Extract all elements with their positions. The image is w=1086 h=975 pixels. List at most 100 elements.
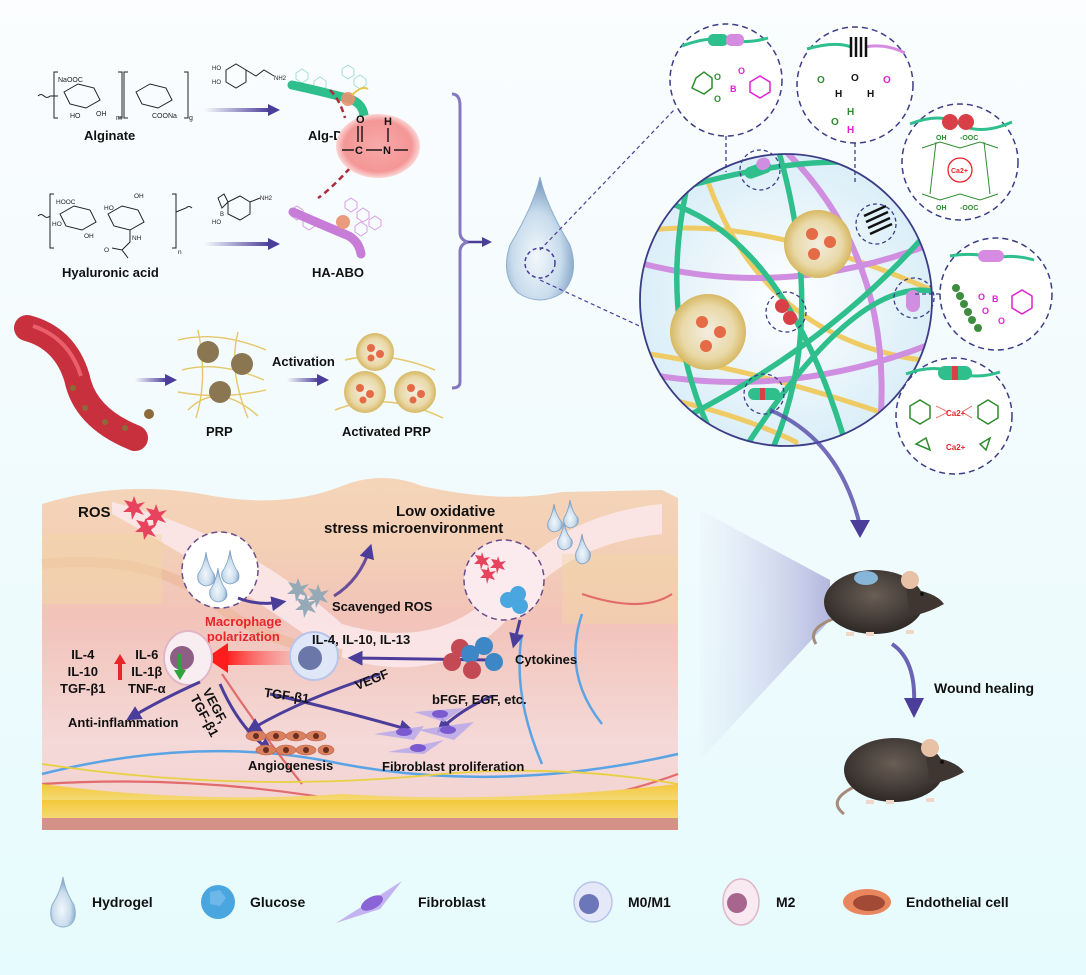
macrophage-polarization-label: Macrophage polarization bbox=[205, 614, 282, 644]
ha-abo-polymer-graphic bbox=[288, 197, 382, 259]
ha-group-oh: OH bbox=[84, 233, 94, 240]
legend-item-fibroblast: Fibroblast bbox=[334, 881, 486, 923]
ros-glucose-circle bbox=[463, 539, 545, 621]
downregulated-cytokines: IL-6 IL-1β TNF-α bbox=[128, 646, 166, 697]
zoom-beam bbox=[700, 510, 830, 760]
healed-mouse bbox=[835, 738, 964, 816]
macrophage-line1: Macrophage bbox=[205, 614, 282, 629]
prp-label: PRP bbox=[206, 424, 233, 439]
upregulated-cytokines: IL-4 IL-10 TGF-β1 bbox=[60, 646, 106, 697]
svg-text:Ca2+: Ca2+ bbox=[951, 168, 968, 175]
endothelial-cell-icon bbox=[843, 889, 891, 915]
svg-text:OH: OH bbox=[936, 135, 947, 142]
svg-text:NH2: NH2 bbox=[260, 196, 273, 202]
cytokine-tnfa: TNF-α bbox=[128, 681, 166, 696]
legend-label: M0/M1 bbox=[628, 894, 671, 910]
svg-text:HO: HO bbox=[212, 66, 221, 72]
activation-label: Activation bbox=[272, 354, 335, 369]
ha-group-nh: NH bbox=[132, 235, 142, 242]
svg-text:H: H bbox=[867, 89, 874, 100]
mouse-with-hydrogel bbox=[812, 570, 944, 645]
scavenged-ros-label: Scavenged ROS bbox=[332, 599, 433, 614]
legend-item-endothelial: Endothelial cell bbox=[842, 882, 1009, 922]
svg-text:H: H bbox=[847, 125, 854, 136]
ros-label: ROS bbox=[78, 504, 111, 521]
arrow-prp-to-activated bbox=[287, 374, 329, 386]
cytokine-il10: IL-10 bbox=[67, 664, 98, 679]
wound-healing-label: Wound healing bbox=[934, 680, 1035, 696]
amide-atom-o: O bbox=[356, 114, 365, 126]
arrow-network-to-mouse bbox=[769, 408, 870, 538]
dopamine-reagent: HO HO NH2 bbox=[212, 63, 287, 89]
prp-graphic bbox=[177, 329, 267, 419]
amide-atom-h: H bbox=[384, 116, 392, 128]
svg-text:O: O bbox=[738, 66, 745, 76]
svg-text:O: O bbox=[851, 73, 859, 84]
arrow-ha-to-haabo bbox=[204, 238, 280, 250]
hyaluronic-acid-label: Hyaluronic acid bbox=[62, 265, 159, 280]
svg-text:NH2: NH2 bbox=[274, 76, 287, 82]
up-arrow-icon bbox=[114, 654, 126, 680]
alginate-subscript-g: g bbox=[189, 115, 193, 122]
bfgf-label: bFGF, EGF, etc. bbox=[432, 692, 527, 707]
svg-text:H: H bbox=[847, 107, 854, 118]
svg-text:B: B bbox=[992, 294, 999, 304]
legend-item-m0-m1: M0/M1 bbox=[572, 881, 671, 923]
arrow-blood-to-prp bbox=[135, 374, 177, 386]
hydrogel-drop-icon bbox=[50, 876, 76, 928]
cytokine-il1b: IL-1β bbox=[131, 664, 163, 679]
ha-group-ho: HO bbox=[52, 221, 62, 228]
low-oxidative-line1: Low oxidative bbox=[396, 503, 496, 520]
fibroblast-proliferation-label: Fibroblast proliferation bbox=[382, 759, 525, 774]
activated-prp-graphic bbox=[334, 333, 444, 419]
legend-label: Endothelial cell bbox=[906, 894, 1009, 910]
svg-text:HO: HO bbox=[212, 220, 221, 226]
m2-macrophage-icon bbox=[722, 878, 760, 926]
low-oxidative-label: Low oxidative stress microenvironment bbox=[324, 503, 503, 537]
cytokine-il4: IL-4 bbox=[71, 647, 95, 662]
arrow-to-low-oxidative bbox=[333, 543, 375, 598]
svg-text:OH: OH bbox=[936, 205, 947, 212]
ha-abo-label: HA-ABO bbox=[312, 265, 364, 280]
alginate-label: Alginate bbox=[84, 128, 136, 143]
svg-text:-OOC: -OOC bbox=[960, 205, 978, 212]
svg-text:-OOC: -OOC bbox=[960, 135, 978, 142]
arrow-to-scavenged bbox=[237, 596, 287, 612]
legend-label: Hydrogel bbox=[92, 894, 153, 910]
il-signal-label: IL-4, IL-10, IL-13 bbox=[312, 632, 411, 647]
alg-da-polymer-graphic bbox=[287, 64, 369, 120]
svg-text:HO: HO bbox=[212, 80, 221, 86]
svg-text:O: O bbox=[817, 75, 825, 86]
scavenged-ros-icon bbox=[287, 578, 329, 618]
alginate-group-ho: HO bbox=[70, 113, 81, 120]
macrophage-line2: polarization bbox=[206, 629, 280, 644]
hydrogel-drops-circle bbox=[181, 531, 259, 609]
svg-text:B: B bbox=[730, 84, 737, 94]
activated-prp-label: Activated PRP bbox=[342, 424, 431, 439]
low-oxidative-line2: stress microenvironment bbox=[324, 520, 504, 537]
m0-m1-macrophage-icon bbox=[573, 881, 613, 923]
amide-bond-bubble: O H C N bbox=[317, 89, 420, 200]
svg-text:O: O bbox=[831, 117, 839, 128]
svg-text:Ca2+: Ca2+ bbox=[946, 443, 966, 452]
polarization-arrow bbox=[206, 643, 292, 673]
legend-label: M2 bbox=[776, 894, 796, 910]
svg-text:O: O bbox=[982, 306, 989, 316]
zoom-lines bbox=[539, 109, 675, 343]
endothelial-cells-cluster bbox=[245, 730, 335, 756]
legend-item-m2: M2 bbox=[720, 878, 796, 926]
legend-label: Fibroblast bbox=[418, 894, 486, 910]
glucose-icon bbox=[201, 885, 235, 919]
alginate-subscript-m: m bbox=[116, 115, 122, 122]
alginate-group-oh: OH bbox=[96, 111, 107, 118]
m0-m1-macrophage-cell bbox=[289, 631, 339, 681]
svg-text:O: O bbox=[714, 72, 721, 82]
cytokine-molecules bbox=[443, 637, 503, 679]
hydrogel-drop bbox=[505, 176, 575, 301]
svg-text:B: B bbox=[220, 212, 224, 218]
cytokine-tgfb1: TGF-β1 bbox=[60, 681, 106, 696]
svg-text:Ca2+: Ca2+ bbox=[946, 409, 966, 418]
ha-group-hooc: HOOC bbox=[56, 199, 76, 206]
hydrogel-drops-falling bbox=[547, 499, 591, 565]
angiogenesis-label: Angiogenesis bbox=[248, 758, 334, 773]
